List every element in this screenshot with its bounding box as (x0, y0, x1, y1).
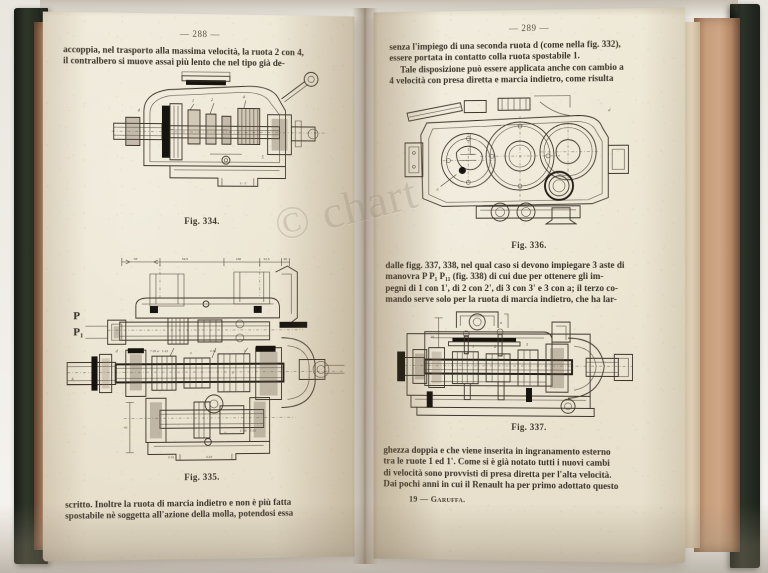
right-bottom-paragraph: ghezza doppia e che viene inserita in in… (383, 445, 675, 494)
svg-text:5: 5 (262, 154, 264, 159)
svg-text:d: d (116, 348, 119, 353)
svg-text:30: 30 (431, 335, 435, 339)
right-top-line-4: 4 velocità con presa diretta e marcia in… (389, 73, 614, 86)
svg-text:52,5: 52,5 (182, 257, 188, 261)
right-page-number: — 289 — (508, 22, 550, 34)
figure-337: 30 1 2 3 a (395, 308, 634, 421)
svg-text:38: 38 (283, 257, 287, 261)
page-block-edge-right (694, 18, 740, 552)
right-mid-line-4: mando serve solo per la ruota di marcia … (385, 294, 617, 305)
svg-text:2: 2 (190, 351, 192, 355)
svg-text:1 - 1': 1 - 1' (240, 181, 247, 185)
right-top-paragraph: senza l'impiego di una seconda ruota d (… (389, 38, 671, 87)
figure-335: 68 52,5 158 52,5 38 (63, 252, 348, 466)
left-page: — 288 — accoppia, nel trasporto alla mas… (42, 11, 355, 562)
figure-334-caption: Fig. 334. (184, 215, 220, 227)
svg-text:a: a (437, 186, 439, 191)
right-mid-line-3: pegni di 1 con 1', di 2 con 2', di 3 con… (385, 282, 619, 293)
svg-text:40: 40 (124, 426, 128, 430)
figure-334-drawing: 1 2 4 d 5 1 - 1' (110, 69, 329, 191)
figure-335-caption: Fig. 335. (184, 471, 220, 483)
left-top-line-2: il contralbero si muove assai più lento … (63, 55, 285, 69)
right-bottom-line-1: ghezza doppia e che viene inserita in in… (383, 444, 611, 457)
svg-text:1-21: 1-21 (162, 349, 168, 353)
right-top-line-2: essere portata in contatto colla ruota s… (389, 50, 580, 64)
right-top-line-1: senza l'impiego di una seconda ruota d (… (389, 38, 621, 52)
figure-337-drawing: 30 1 2 3 a (395, 308, 634, 421)
right-page: — 289 — senza l'impiego di una seconda r… (373, 7, 686, 564)
svg-text:a: a (500, 320, 502, 325)
svg-text:2-31: 2-31 (210, 349, 216, 353)
svg-text:2-32: 2-32 (250, 429, 256, 433)
figure-336-drawing: a d (403, 93, 636, 233)
right-mid-line-1: dalle figg. 337, 338, nel qual caso si d… (385, 259, 625, 271)
svg-text:4: 4 (243, 94, 245, 99)
figure-336: a d (403, 93, 636, 233)
figure-335-drawing: 68 52,5 158 52,5 38 (63, 252, 348, 466)
svg-text:d: d (608, 107, 610, 112)
svg-text:A: A (70, 377, 74, 382)
svg-text:3-24: 3-24 (206, 455, 212, 459)
right-bottom-line-4: Dai pochi anni in cui il Renault ha per … (383, 478, 619, 492)
svg-text:1'-38: 1'-38 (240, 429, 247, 433)
svg-text:d: d (138, 107, 141, 112)
svg-text:68: 68 (134, 257, 138, 261)
svg-text:7-26 a: 7-26 a (150, 349, 159, 353)
svg-text:158: 158 (236, 257, 241, 261)
svg-text:3: 3 (244, 349, 246, 353)
figure-335-label-p1: P₁ (73, 326, 84, 339)
svg-text:52,5: 52,5 (264, 257, 270, 261)
figure-337-caption: Fig. 337. (511, 421, 547, 433)
svg-text:2-31: 2-31 (168, 455, 174, 459)
table-surface-shadow (0, 503, 768, 573)
right-bottom-line-2: tra le ruote 1 ed 1'. Come si è già nota… (383, 455, 610, 469)
left-top-paragraph: accoppia, nel trasporto alla massima vel… (63, 44, 339, 70)
svg-text:3: 3 (526, 342, 528, 347)
right-mid-paragraph: dalle figg. 337, 338, nel qual caso si d… (385, 260, 673, 306)
svg-text:2: 2 (494, 344, 496, 349)
svg-text:2: 2 (211, 97, 213, 102)
svg-text:3: 3 (232, 371, 234, 375)
left-page-number: — 288 — (179, 28, 221, 40)
right-mid-line-2: manovra P P₁ P₁₁ (fig. 338) di cui due p… (385, 271, 604, 282)
right-bottom-line-3: di velocità sono provvisti di presa dire… (383, 467, 612, 480)
figure-334: 1 2 4 d 5 1 - 1' (110, 69, 329, 191)
figure-336-caption: Fig. 336. (511, 239, 547, 251)
svg-text:1: 1 (192, 98, 194, 103)
figure-335-label-p: P (73, 310, 81, 323)
svg-text:1: 1 (472, 344, 474, 349)
svg-text:3': 3' (224, 431, 227, 435)
